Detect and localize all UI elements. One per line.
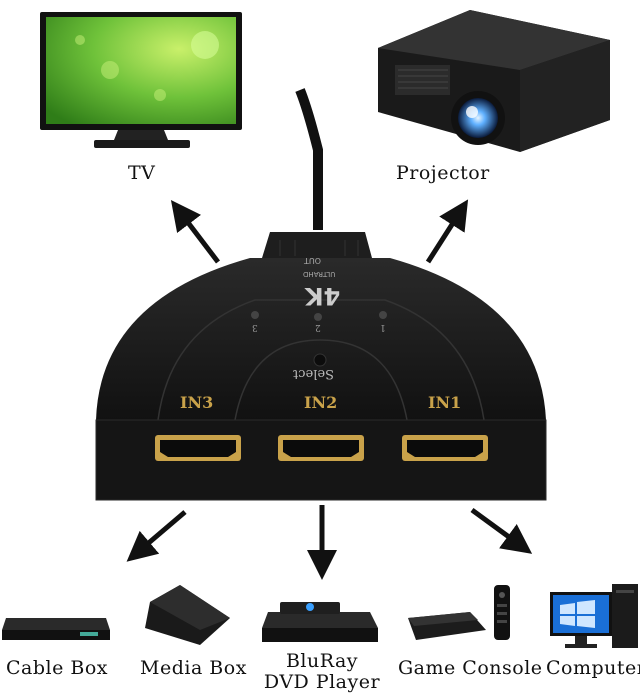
bluray-label-line2: DVD Player bbox=[263, 671, 381, 693]
select-button-icon bbox=[313, 353, 327, 367]
brand-4k-label: 4K bbox=[305, 282, 341, 310]
cable-box-image bbox=[2, 618, 110, 640]
out-label: OUT bbox=[304, 256, 322, 265]
cable-box-label: Cable Box bbox=[6, 657, 109, 679]
led-2-label: 2 bbox=[315, 322, 321, 332]
arrow-from-media-box-icon bbox=[126, 510, 187, 562]
bluray-player-image bbox=[262, 602, 378, 642]
projector-image bbox=[378, 10, 610, 152]
led-2-icon bbox=[314, 313, 322, 321]
port-in1-label: IN1 bbox=[428, 393, 462, 412]
arrow-to-projector-icon bbox=[425, 199, 469, 264]
tv-label: TV bbox=[128, 162, 156, 184]
hdmi-port-in3 bbox=[155, 435, 241, 461]
led-1-label: 1 bbox=[380, 322, 386, 332]
port-in2-label: IN2 bbox=[304, 393, 338, 412]
computer-image bbox=[550, 584, 638, 648]
hdmi-port-in1 bbox=[402, 435, 488, 461]
select-label: Select bbox=[293, 366, 334, 381]
game-console-image bbox=[408, 585, 510, 640]
projector-label: Projector bbox=[396, 162, 490, 184]
arrow-to-tv-icon bbox=[170, 200, 220, 264]
led-3-label: 3 bbox=[252, 322, 258, 332]
out-connector bbox=[262, 232, 372, 258]
hdmi-port-in2 bbox=[278, 435, 364, 461]
hdmi-cable bbox=[295, 88, 323, 230]
led-1-icon bbox=[379, 311, 387, 319]
tv-image bbox=[40, 12, 242, 148]
bluray-label-line1: BluRay bbox=[285, 650, 359, 672]
hdmi-switch bbox=[95, 232, 547, 501]
port-in3-label: IN3 bbox=[180, 393, 214, 412]
brand-ultrahd-label: ULTRAHD bbox=[303, 270, 336, 278]
computer-label: Computer bbox=[546, 657, 640, 679]
media-box-image bbox=[145, 585, 230, 645]
arrow-from-game-console-icon bbox=[470, 507, 533, 554]
game-console-label: Game Console bbox=[398, 657, 543, 679]
media-box-label: Media Box bbox=[140, 657, 247, 679]
led-3-icon bbox=[251, 311, 259, 319]
